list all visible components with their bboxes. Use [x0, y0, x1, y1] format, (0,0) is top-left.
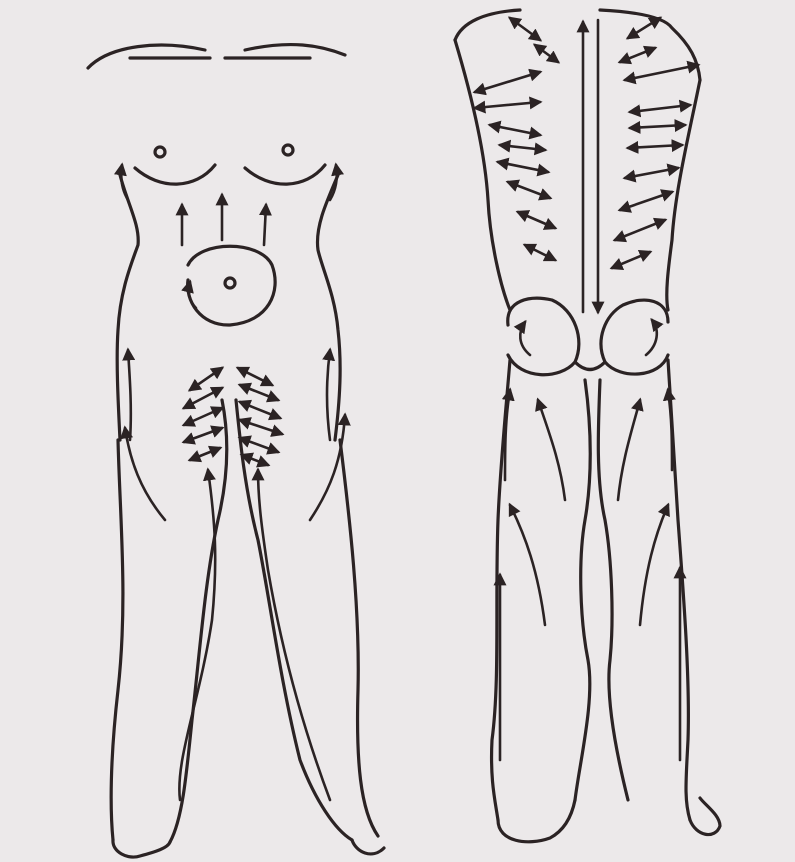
arrow-double-icon [498, 162, 548, 172]
arrow-double-icon [510, 18, 540, 40]
arrow-double-icon [184, 428, 222, 442]
arrow-circular-icon [189, 282, 196, 308]
arrow-double-icon [612, 252, 650, 268]
arrow-double-icon [242, 455, 268, 465]
arrow-up-icon [640, 505, 668, 625]
back-leg-left-inner [575, 380, 590, 800]
arrow-double-icon [625, 168, 678, 178]
arrow-double-icon [190, 368, 222, 390]
arrow-double-icon [525, 245, 555, 260]
arrow-double-icon [475, 72, 540, 92]
arrow-up-icon [258, 470, 330, 800]
front-belly-circle [188, 246, 276, 325]
arrow-layer [121, 18, 698, 800]
back-shoulder-right [600, 10, 700, 80]
arrow-up-icon [125, 428, 165, 520]
arrow-double-icon [500, 145, 545, 150]
back-leg-right-inner [598, 380, 628, 800]
front-nipple-right [283, 145, 293, 155]
arrow-double-icon [490, 125, 540, 135]
back-torso-left [455, 40, 510, 310]
arrow-up-icon [510, 505, 545, 625]
front-torso-right [317, 175, 340, 440]
front-nipple-left [155, 147, 165, 157]
arrow-up-icon [310, 415, 345, 520]
arrow-double-icon [630, 125, 685, 128]
arrow-double-icon [620, 48, 655, 62]
arrow-double-icon [625, 65, 698, 80]
arrow-double-icon [518, 212, 555, 228]
back-buttock-right [601, 300, 668, 374]
arrow-double-icon [620, 192, 672, 210]
arrow-up-icon [327, 350, 330, 440]
arrow-up-icon [618, 400, 640, 500]
back-fan-right [612, 18, 698, 268]
arrow-double-icon [630, 105, 690, 112]
arrow-double-icon [535, 45, 558, 62]
arrow-circular-icon [646, 320, 657, 355]
front-torso-left [117, 175, 138, 440]
back-gluteal-fold [575, 362, 605, 370]
front-foot-right [352, 840, 384, 854]
front-navel [225, 278, 235, 288]
arrow-double-icon [190, 448, 220, 460]
back-fan-left [475, 18, 558, 260]
arrow-double-icon [615, 220, 665, 240]
arrow-circular-icon [520, 322, 530, 355]
arrow-up-icon [538, 400, 565, 500]
arrow-double-icon [240, 420, 282, 434]
back-heel-left [498, 800, 575, 842]
arrow-double-icon [184, 408, 222, 425]
groin-fan-left [184, 368, 222, 460]
back-heel-right [690, 798, 720, 835]
groin-fan-right [238, 368, 282, 465]
arrow-double-icon [240, 385, 278, 400]
front-breast-left [135, 165, 215, 184]
front-leg-left-outer [111, 440, 123, 840]
arrow-double-icon [240, 438, 278, 452]
arrow-double-icon [508, 182, 550, 198]
arrow-double-icon [475, 102, 540, 108]
front-foot-left [113, 840, 170, 857]
arrow-double-icon [240, 402, 280, 418]
back-buttock-left [508, 298, 579, 374]
back-shoulder-left [455, 10, 520, 40]
back-torso-right [667, 80, 700, 310]
arrow-double-icon [238, 368, 272, 385]
front-leg-right-outer [340, 440, 378, 836]
arrow-up-icon [179, 470, 215, 800]
arrow-double-icon [628, 18, 660, 38]
arrow-up-icon [264, 205, 266, 245]
front-leg-right-inner [236, 400, 352, 840]
front-breast-right [245, 165, 325, 184]
arrow-double-icon [628, 145, 682, 148]
front-leg-left-inner [170, 400, 227, 842]
front-shoulder-line-right [245, 45, 345, 55]
arrow-up-icon [128, 350, 131, 440]
